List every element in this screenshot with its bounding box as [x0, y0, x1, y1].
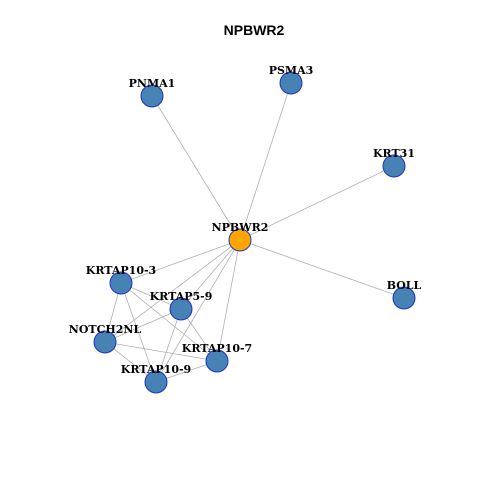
edge-npbwr2-krtap10-3: [120, 239, 241, 284]
node-label-krtap5-9: KRTAP5-9: [150, 290, 213, 303]
node-label-npbwr2: NPBWR2: [212, 221, 269, 234]
node-krtap5-9: [169, 297, 193, 321]
edge-npbwr2-krtap10-9: [155, 239, 241, 383]
node-label-pnma1: PNMA1: [129, 77, 176, 90]
edge-krtap5-9-krtap10-9: [155, 308, 182, 383]
edge-krtap5-9-notch2nl: [104, 308, 182, 343]
node-krtap10-3: [109, 271, 133, 295]
nodes-layer: [93, 71, 416, 394]
edge-npbwr2-krtap10-7: [216, 239, 241, 362]
node-label-psma3: PSMA3: [269, 64, 314, 77]
node-krt31: [382, 154, 406, 178]
node-krtap10-7: [205, 349, 229, 373]
edge-npbwr2-psma3: [239, 82, 292, 241]
node-notch2nl: [93, 330, 117, 354]
edge-krtap10-3-krtap10-7: [120, 282, 218, 362]
node-label-notch2nl: NOTCH2NL: [69, 323, 142, 336]
node-pnma1: [140, 84, 164, 108]
node-label-krt31: KRT31: [373, 147, 415, 160]
node-label-krtap10-9: KRTAP10-9: [121, 363, 191, 376]
node-psma3: [279, 71, 303, 95]
node-label-krtap10-3: KRTAP10-3: [86, 264, 156, 277]
edge-npbwr2-pnma1: [151, 95, 241, 241]
node-krtap10-9: [144, 370, 168, 394]
node-label-boll: BOLL: [387, 279, 422, 292]
diagram-title: NPBWR2: [224, 22, 285, 38]
node-boll: [392, 286, 416, 310]
node-label-krtap10-7: KRTAP10-7: [182, 342, 252, 355]
edge-npbwr2-krtap5-9: [180, 239, 241, 310]
edge-npbwr2-krt31: [239, 165, 395, 241]
edge-npbwr2-boll: [239, 239, 405, 299]
edge-npbwr2-notch2nl: [104, 239, 241, 343]
edge-notch2nl-krtap10-7: [104, 341, 218, 362]
node-npbwr2: [228, 228, 252, 252]
edge-krtap10-3-krtap10-9: [120, 282, 157, 383]
